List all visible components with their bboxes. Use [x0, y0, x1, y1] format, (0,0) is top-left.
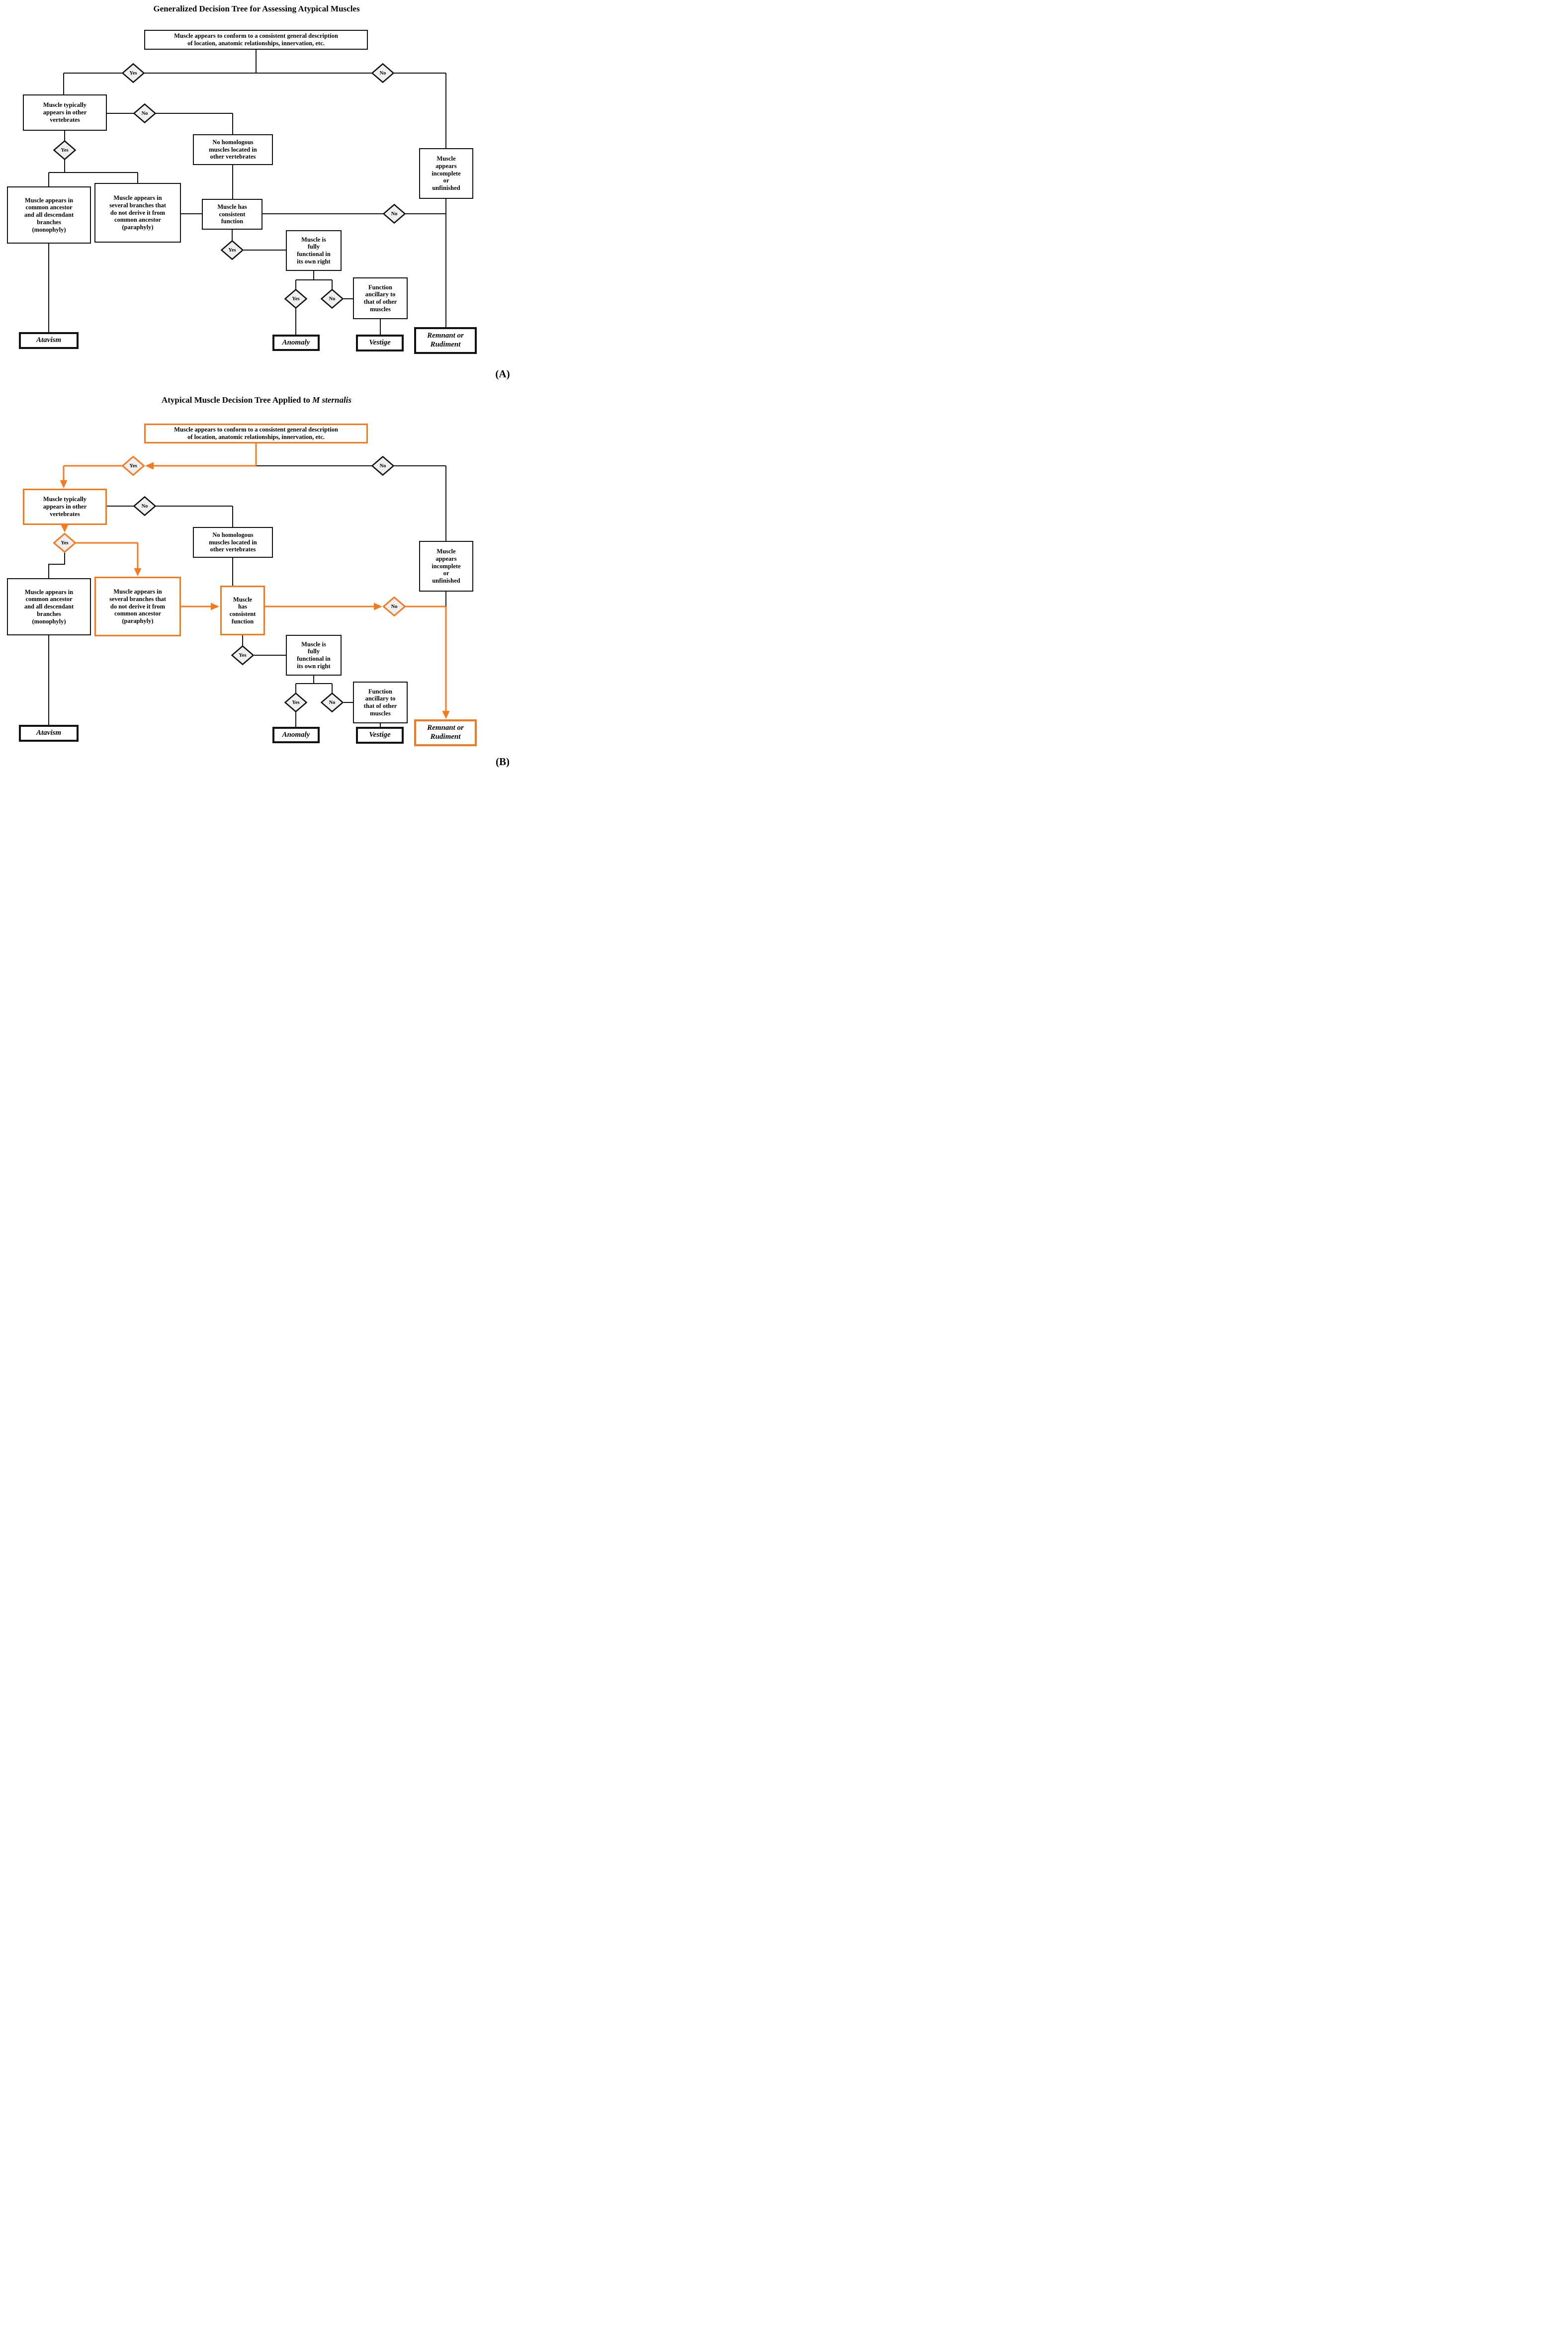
diamond-icon: [383, 597, 406, 616]
node-fully-functional-a: Muscle is fully functional in its own ri…: [286, 230, 342, 271]
decision-yes-functional-b: Yes: [284, 693, 307, 712]
terminal-vestige-b: Vestige: [356, 727, 404, 744]
decision-yes-consistent-b: Yes: [231, 645, 254, 665]
node-consistent-function-a: Muscle has consistent function: [202, 199, 262, 230]
diamond-icon: [53, 533, 76, 553]
node-fully-functional-b: Muscle is fully functional in its own ri…: [286, 635, 342, 676]
terminal-atavism-a: Atavism: [19, 332, 79, 349]
diamond-icon: [284, 289, 307, 309]
node-incomplete-b: Muscle appears incomplete or unfinished: [419, 541, 473, 592]
diamond-icon: [133, 103, 156, 123]
decision-no-typical-b: No: [133, 496, 156, 516]
node-root-b: Muscle appears to conform to a consisten…: [144, 424, 368, 443]
node-ancillary-a: Function ancillary to that of other musc…: [353, 277, 408, 319]
node-incomplete-a: Muscle appears incomplete or unfinished: [419, 148, 473, 199]
node-typical-a: Muscle typically appears in other verteb…: [23, 94, 107, 131]
diamond-icon: [133, 496, 156, 516]
terminal-vestige-a: Vestige: [356, 335, 404, 351]
node-consistent-function-b: Muscle has consistent function: [220, 586, 265, 635]
terminal-remnant-a: Remnant or Rudiment: [414, 327, 477, 354]
decision-yes-consistent-a: Yes: [221, 240, 244, 260]
node-ancillary-b: Function ancillary to that of other musc…: [353, 682, 408, 723]
diamond-icon: [371, 63, 394, 83]
decision-no-root-a: No: [371, 63, 394, 83]
decision-no-typical-a: No: [133, 103, 156, 123]
diagram-a-title: Generalized Decision Tree for Assessing …: [153, 4, 360, 13]
figure-decision-trees: Generalized Decision Tree for Assessing …: [0, 0, 523, 783]
decision-no-consistent-b: No: [383, 597, 406, 616]
decision-yes-functional-a: Yes: [284, 289, 307, 309]
node-no-homologous-b: No homologous muscles located in other v…: [193, 527, 273, 558]
decision-yes-root-a: Yes: [122, 63, 145, 83]
node-paraphyly-b: Muscle appears in several branches that …: [94, 577, 181, 636]
diamond-icon: [284, 693, 307, 712]
node-monophyly-a: Muscle appears in common ancestor and al…: [7, 186, 91, 244]
decision-no-functional-a: No: [321, 289, 344, 309]
node-paraphyly-a: Muscle appears in several branches that …: [94, 183, 181, 243]
diamond-icon: [221, 240, 244, 260]
decision-no-consistent-a: No: [383, 204, 406, 224]
node-monophyly-b: Muscle appears in common ancestor and al…: [7, 578, 91, 635]
decision-yes-root-b: Yes: [122, 456, 145, 476]
decision-no-root-b: No: [371, 456, 394, 476]
terminal-anomaly-b: Anomaly: [272, 727, 320, 743]
diamond-icon: [231, 645, 254, 665]
diagram-b-title: Atypical Muscle Decision Tree Applied to…: [0, 395, 513, 405]
node-root-a: Muscle appears to conform to a consisten…: [144, 30, 368, 50]
diamond-icon: [371, 456, 394, 476]
diamond-icon: [53, 140, 76, 160]
panel-label-b: (B): [496, 756, 510, 768]
terminal-atavism-b: Atavism: [19, 725, 79, 742]
decision-yes-typical-a: Yes: [53, 140, 76, 160]
diamond-icon: [321, 289, 344, 309]
decision-yes-typical-b: Yes: [53, 533, 76, 553]
diamond-icon: [122, 456, 145, 476]
diamond-icon: [122, 63, 145, 83]
terminal-anomaly-a: Anomaly: [272, 335, 320, 351]
decision-no-functional-b: No: [321, 693, 344, 712]
node-typical-b: Muscle typically appears in other verteb…: [23, 489, 107, 525]
panel-label-a: (A): [495, 368, 510, 380]
diagram-b-title-text: Atypical Muscle Decision Tree Applied to: [161, 395, 310, 405]
terminal-remnant-b: Remnant or Rudiment: [414, 719, 477, 746]
diamond-icon: [383, 204, 406, 224]
diamond-icon: [321, 693, 344, 712]
node-no-homologous-a: No homologous muscles located in other v…: [193, 134, 273, 165]
diagram-b-title-species: M sternalis: [312, 395, 352, 405]
